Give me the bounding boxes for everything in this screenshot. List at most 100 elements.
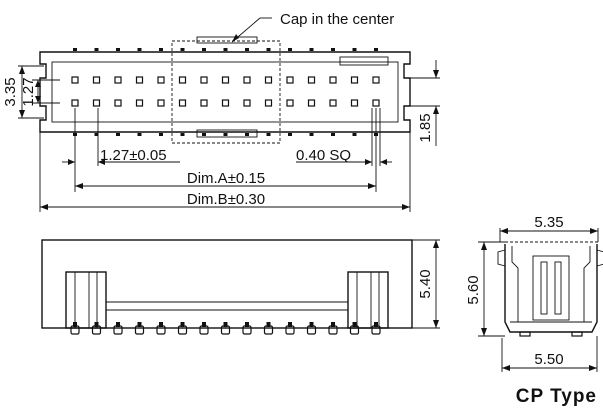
edge-mark [266,133,271,136]
dim-185-label: 1.85 [417,113,434,142]
side-view-slot [532,255,570,321]
pin-square [329,99,337,107]
edge-mark [159,133,163,136]
front-pin-lead [223,322,228,327]
cap-tab-top [196,36,258,44]
pin-square [264,99,273,107]
dim-540-label: 5.40 [417,269,434,298]
edge-mark [223,133,228,136]
front-view-left-housing [65,271,107,329]
front-pin-lead [266,322,271,327]
dim-560-label: 5.60 [465,275,482,304]
pin-square [71,99,79,107]
pin-square [243,99,251,107]
edge-mark [202,133,206,136]
dim-pitch-label: 1.27±0.05 [100,147,167,164]
pin-square [372,76,380,84]
pin-square [71,76,79,84]
edge-mark [288,133,292,136]
pin-square [243,76,251,84]
pin-square [372,99,380,107]
pin-square [114,99,122,107]
front-pin-lead [202,322,206,327]
type-title: CP Type [516,386,597,407]
pin-square [178,76,187,84]
top-view-inner-frame [51,61,399,123]
edge-mark [331,48,335,51]
edge-mark [245,133,249,136]
front-pin-lead [331,322,335,327]
front-pin [220,325,231,335]
pin-square [135,76,144,84]
front-pin [134,325,145,335]
pin-square [221,76,230,84]
front-pin-lead [116,322,120,327]
dim-127-side-label: 1.27 [20,77,37,106]
pin-square [92,76,101,84]
pin-grid [71,76,380,107]
dim-550-label: 5.50 [534,351,563,368]
edge-mark [352,48,357,51]
pin-square [329,76,337,84]
edge-mark [202,48,206,51]
edge-mark [180,133,185,136]
front-view-outline [41,239,413,329]
top-view-outline [39,51,411,133]
front-pin [328,325,338,335]
edge-mark [137,48,142,51]
front-pin-lead [180,322,185,327]
pin-square [286,99,294,107]
edge-mark [223,48,228,51]
bottom-dimensions-top-view: 1.27±0.05 0.40 SQ Dim.A±0.15 Dim.B±0.30 [39,108,411,212]
dim-b-label: Dim.B±0.30 [187,191,265,208]
front-pin [177,325,188,335]
cap-tab-bottom [196,129,258,138]
front-pin-lead [288,322,292,327]
front-pin-lead [159,322,163,327]
pin-square [200,99,208,107]
front-pin [156,325,166,335]
front-pin [285,325,295,335]
edge-mark [159,48,163,51]
edge-mark [309,48,314,51]
cap-outline [171,40,281,144]
front-view-pins [70,322,381,335]
dim-535-label: 5.35 [534,214,563,231]
front-pin-lead [245,322,249,327]
front-pin-lead [374,322,378,327]
front-pin [306,325,317,335]
edge-mark [352,133,357,136]
front-pin-lead [352,322,357,327]
pin-square [114,76,122,84]
pin-square [135,99,144,107]
edge-mark [180,48,185,51]
edge-mark [73,48,77,51]
front-dimension-540: 5.40 [412,239,440,329]
edge-mark [245,48,249,51]
edge-mark [266,48,271,51]
front-pin [263,325,274,335]
pin-square [286,76,294,84]
front-view [41,239,413,335]
edge-mark [137,133,142,136]
top-view-latch [339,56,389,66]
front-pin-lead [137,322,142,327]
bottom-edge-marks [73,133,378,136]
edge-mark [331,133,335,136]
edge-mark [116,133,120,136]
pin-square [264,76,273,84]
edge-mark [309,133,314,136]
pin-square [157,99,165,107]
pin-square [157,76,165,84]
cap-note-label: Cap in the center [280,11,394,28]
front-pin [113,325,123,335]
cap-leader: Cap in the center [231,11,394,43]
right-dimension-185: 1.85 [410,60,440,146]
front-pin [242,325,252,335]
pin-square [350,99,359,107]
front-pin-lead [309,322,314,327]
dim-a-label: Dim.A±0.15 [187,170,265,187]
pin-square [92,99,101,107]
pin-square [221,99,230,107]
